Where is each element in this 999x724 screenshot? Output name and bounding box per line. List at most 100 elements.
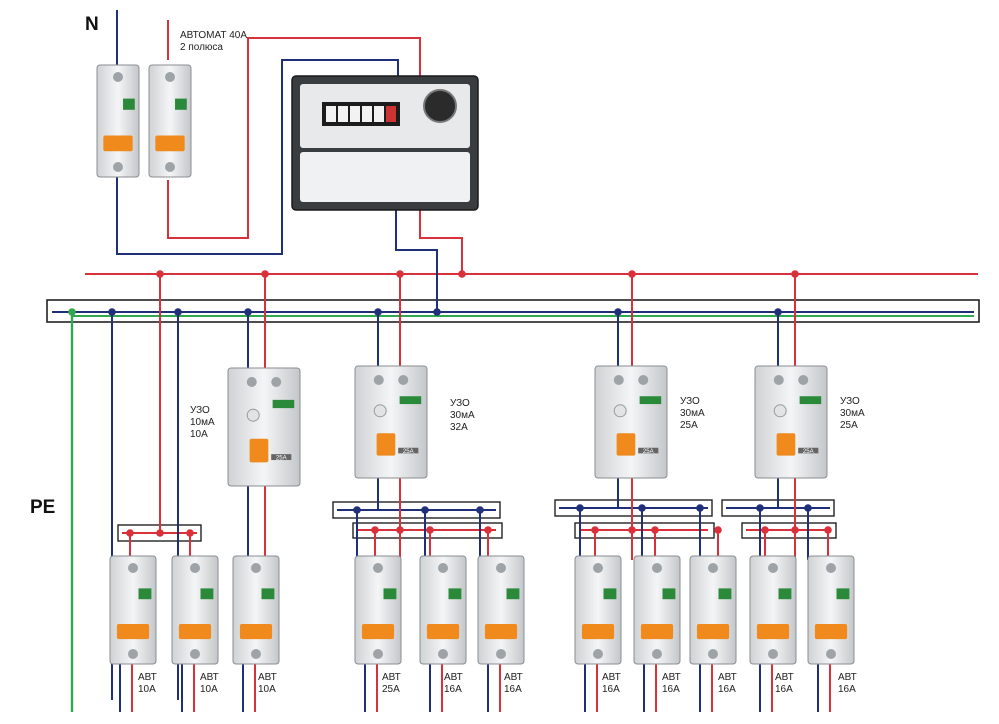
junction-dot [591, 526, 599, 534]
junction-dot [791, 526, 799, 534]
breaker-terminal [113, 162, 123, 172]
neutral-to-meter-wire [281, 59, 399, 200]
junction-dot [756, 504, 764, 512]
main-breaker-label: АВТОМАТ 40А 2 полюса [180, 30, 248, 53]
breaker-logo [662, 588, 676, 600]
breaker-label: АВТ 16А [775, 672, 794, 695]
junction-dot [353, 506, 361, 514]
rcd-label: УЗО 10мА 10А [190, 405, 215, 440]
rcd-logo [272, 399, 295, 409]
rcd-test-button [246, 408, 260, 422]
rcd-device: 25A [594, 365, 668, 479]
local-neutral-bus-box [554, 499, 713, 517]
rcd-handle [616, 433, 636, 456]
junction-dot [421, 506, 429, 514]
rcd-label: УЗО 30мА 32А [450, 398, 475, 433]
rcd-logo [399, 396, 422, 405]
junction-dot [174, 308, 182, 316]
junction-dot [804, 504, 812, 512]
breaker-handle [484, 624, 518, 640]
junction-dot [651, 526, 659, 534]
rcd-rating-tag [798, 447, 819, 454]
rcd-terminal [398, 375, 409, 385]
junction-dot [156, 270, 164, 278]
breaker-terminal [251, 649, 261, 659]
circuit-breaker [96, 64, 140, 178]
breaker-terminal [438, 563, 448, 573]
rcd-body [227, 367, 301, 487]
breaker-logo [383, 588, 397, 600]
breaker-logo [836, 588, 850, 600]
breaker-handle [640, 624, 674, 640]
rcd-terminal [613, 375, 624, 385]
breaker-handle [426, 624, 460, 640]
junction-dot [761, 526, 769, 534]
breaker-terminal [438, 649, 448, 659]
rcd-logo [639, 396, 662, 405]
meter-digit [350, 106, 360, 122]
breaker-label: АВТ 10А [138, 672, 157, 695]
breaker-logo [138, 588, 152, 600]
breaker-terminal [373, 563, 383, 573]
electricity-meter [291, 75, 479, 211]
rcd-rating-tag [271, 454, 292, 461]
rcd-rating-text: 25A [403, 449, 414, 455]
breaker-terminal [165, 162, 175, 172]
rcd-device: 25A [354, 365, 428, 479]
breaker-logo [123, 98, 135, 110]
breaker-terminal [593, 563, 603, 573]
rcd-logo [799, 396, 822, 405]
junction-dot [638, 504, 646, 512]
pe-label: PE [30, 497, 56, 518]
rcd-body [754, 365, 828, 479]
rcd-rating-text: 25A [276, 455, 287, 461]
meter-digit [386, 106, 396, 122]
junction-dot [714, 526, 722, 534]
junction-dot [68, 308, 76, 316]
neutral-label: N [85, 14, 99, 35]
circuit-breaker [171, 555, 219, 665]
meter-dial [423, 89, 457, 123]
breaker-terminal [128, 649, 138, 659]
breaker-terminal [190, 563, 200, 573]
breaker-terminal [593, 649, 603, 659]
rcd-rating-text: 25A [803, 449, 814, 455]
rcd-rating-tag [398, 447, 419, 454]
junction-dot [774, 308, 782, 316]
breaker-terminal [708, 563, 718, 573]
rcd-handle [376, 433, 396, 456]
breaker-label: АВТ 10А [200, 672, 219, 695]
rcd-handle [249, 438, 269, 463]
breaker-handle [178, 624, 212, 640]
rcd-terminal [271, 377, 282, 387]
rcd-handle [776, 433, 796, 456]
breaker-terminal [768, 649, 778, 659]
junction-dot [261, 270, 269, 278]
breaker-handle [239, 624, 273, 640]
rcd-test-button [773, 404, 787, 418]
meter-phase-out-wire [419, 210, 463, 274]
breaker-handle [116, 624, 150, 640]
junction-dot [696, 504, 704, 512]
junction-dot [614, 308, 622, 316]
rcd-rating-text: 25A [643, 449, 654, 455]
breaker-handle [361, 624, 395, 640]
phase-to-meter-wire [167, 37, 421, 239]
junction-dot [426, 526, 434, 534]
rcd-test-button [373, 404, 387, 418]
breaker-label: АВТ 25А [382, 672, 401, 695]
breaker-logo [603, 588, 617, 600]
junction-dot [396, 526, 404, 534]
breaker-handle [756, 624, 790, 640]
junction-dot [484, 526, 492, 534]
breaker-logo [778, 588, 792, 600]
rcd-label: УЗО 30мА 25А [680, 396, 705, 431]
local-phase-bus-box [574, 522, 715, 539]
breaker-terminal [496, 649, 506, 659]
circuit-breaker [749, 555, 797, 665]
rcd-body [594, 365, 668, 479]
junction-dot [433, 308, 441, 316]
breaker-handle [696, 624, 730, 640]
junction-dot [576, 504, 584, 512]
junction-dot [396, 270, 404, 278]
